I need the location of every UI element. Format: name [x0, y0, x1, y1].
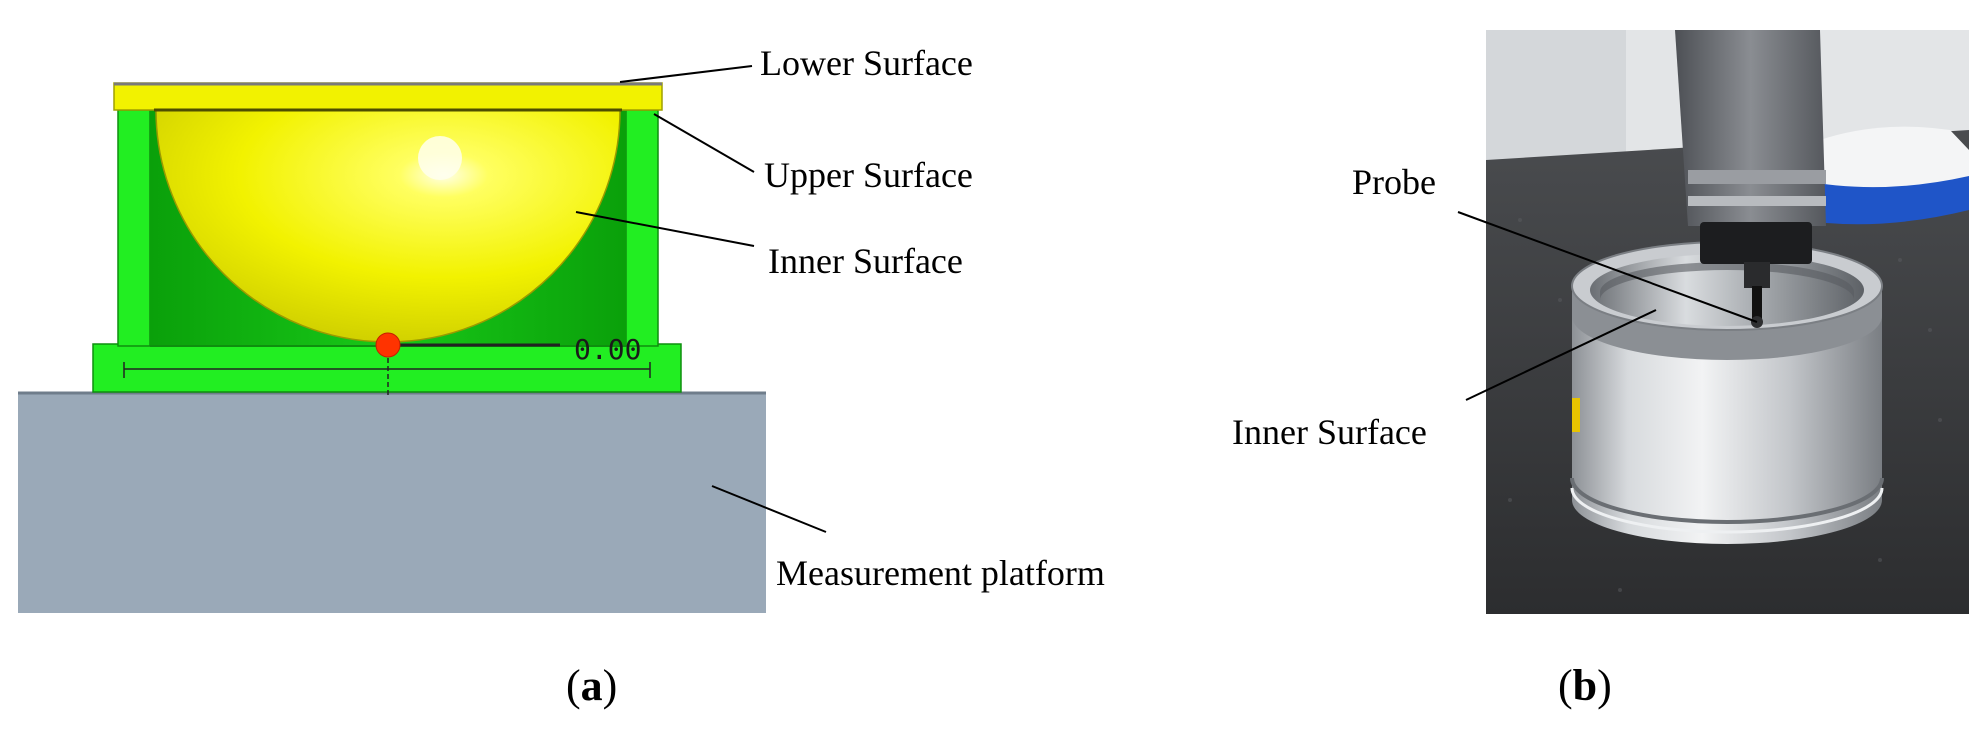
- caption-b: (b): [1558, 661, 1612, 710]
- fixture-left-wall: [117, 109, 151, 347]
- leader-lower-surface: [619, 65, 753, 83]
- label-lower-surface: Lower Surface: [760, 43, 973, 83]
- panel-b: Probe Inner Surface (b): [1232, 30, 1969, 710]
- measurement-platform: [18, 392, 766, 613]
- cmm-photo: [1457, 30, 1969, 614]
- label-inner-surface-b: Inner Surface: [1232, 412, 1427, 452]
- label-probe: Probe: [1352, 162, 1436, 202]
- label-inner-surface-a: Inner Surface: [768, 241, 963, 281]
- leader-inner-surface-b: [1465, 309, 1657, 401]
- hemisphere-highlight: [418, 136, 462, 180]
- label-upper-surface: Upper Surface: [764, 155, 973, 195]
- leader-inner-surface: [575, 211, 755, 247]
- dimension-readout: 0.00: [574, 333, 641, 366]
- contact-point: [375, 332, 401, 358]
- lower-surface-ring: [113, 82, 663, 111]
- leader-upper-surface: [653, 113, 755, 173]
- probe-stylus: [1752, 286, 1762, 320]
- fixture-right-wall: [625, 109, 659, 347]
- panel-a: 0.00 Lower Surface Upper Surface Inner S…: [18, 43, 1105, 710]
- probe-head: [1700, 222, 1812, 264]
- dimension-annotation: 0.00: [123, 333, 651, 396]
- label-measurement-platform: Measurement platform: [776, 553, 1105, 593]
- caption-a: (a): [566, 661, 617, 710]
- leader-platform: [711, 485, 827, 533]
- leader-probe: [1457, 211, 1758, 323]
